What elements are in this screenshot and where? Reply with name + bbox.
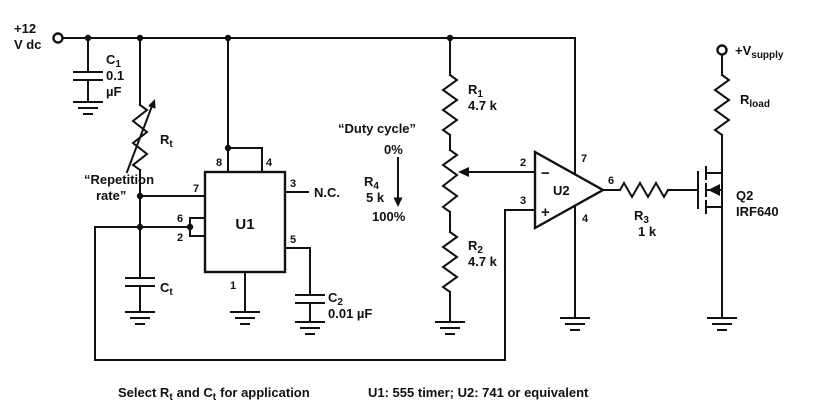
u2-plus-sign: + — [541, 204, 550, 221]
ic-u1-555: U1 8 4 7 6 2 3 N.C. 5 1 — [139, 37, 340, 313]
terminal-circle-vsupply — [716, 44, 728, 56]
capacitor-c1: C1 0.1 µF — [73, 37, 124, 103]
r1-value: 4.7 k — [468, 98, 498, 113]
duty-cycle-label: “Duty cycle” — [338, 121, 416, 136]
terminal-circle — [52, 32, 64, 44]
c1-value2: µF — [106, 84, 121, 99]
ground-symbol-c2 — [295, 321, 325, 335]
duty-0pct-label: 0% — [384, 142, 403, 157]
rt-wiper-arrow — [148, 99, 156, 109]
u2-pin2-label: 2 — [520, 157, 526, 169]
r3-label: R3 — [634, 208, 649, 226]
u1-pin3-label: 3 — [290, 178, 296, 190]
u1-label: U1 — [235, 216, 254, 233]
mosfet-body-arrow — [708, 184, 720, 196]
q2-label-line1: Q2 — [736, 188, 753, 203]
u1-pin1-label: 1 — [230, 280, 236, 292]
supply-12v-label-line1: +12 — [14, 21, 36, 36]
u1-pin2-label: 2 — [177, 232, 183, 244]
resistor-rload: +Vsupply Rload — [713, 43, 784, 137]
c1-label: C1 — [106, 52, 121, 70]
repetition-rate-label-line2: rate” — [96, 188, 126, 203]
u1-pin6-label: 6 — [177, 213, 183, 225]
q2-label-line2: IRF640 — [736, 204, 779, 219]
c1-value1: 0.1 — [106, 68, 124, 83]
resistor-r2 — [441, 230, 459, 294]
r2-value: 4.7 k — [468, 254, 498, 269]
rload-label: Rload — [740, 92, 770, 110]
ground-symbol-u2 — [560, 317, 590, 331]
resistor-r1 — [441, 73, 459, 137]
ground-symbol-u1 — [230, 311, 260, 325]
r3-value: 1 k — [638, 224, 657, 239]
divider-r1-r4-r2: R1 4.7 k R4 5 k R2 4.7 k “Duty cycle” 0%… — [338, 37, 536, 323]
ground-symbol-r2 — [435, 321, 465, 335]
u1-nc-label: N.C. — [314, 185, 340, 200]
power-rail — [61, 34, 576, 175]
capacitor-c2: C2 0.01 µF — [295, 247, 372, 323]
u1-pin4-label: 4 — [266, 157, 273, 169]
u2-pin3-label: 3 — [520, 195, 526, 207]
potentiometer-rt: Rt “Repetition rate” — [84, 37, 173, 279]
u2-pin6-label: 6 — [608, 175, 614, 187]
r1-label: R1 — [468, 82, 483, 100]
c2-label: C2 — [328, 290, 343, 308]
ct-label: Ct — [160, 280, 173, 298]
r4-value: 5 k — [366, 190, 385, 205]
u2-pin4-label: 4 — [582, 213, 589, 225]
potentiometer-r4 — [441, 148, 459, 214]
u2-label: U2 — [553, 183, 570, 198]
ground-symbol-q2 — [707, 317, 737, 331]
caption-right: U1: 555 timer; U2: 741 or equivalent — [368, 385, 589, 400]
capacitor-ct: Ct — [125, 277, 173, 313]
duty-travel-arrow — [393, 197, 403, 207]
supply-terminal-12v: +12 V dc — [14, 21, 64, 52]
u1-pin7-label: 7 — [193, 183, 199, 195]
u2-pin7-label: 7 — [581, 153, 587, 165]
r4-wiper-arrow — [458, 167, 469, 177]
feedback-wire — [94, 209, 536, 361]
c2-value: 0.01 µF — [328, 306, 372, 321]
repetition-rate-label-line1: “Repetition — [84, 172, 154, 187]
resistor-r3: R3 1 k — [618, 180, 699, 239]
r4-label: R4 — [364, 174, 379, 192]
u1-pin8-label: 8 — [216, 157, 222, 169]
mosfet-q2: Q2 IRF640 — [697, 134, 779, 319]
ground-symbol-ct — [125, 311, 155, 325]
supply-12v-label-line2: V dc — [14, 37, 41, 52]
u1-pin5-label: 5 — [290, 234, 296, 246]
rt-label: Rt — [160, 132, 173, 150]
u2-minus-sign: − — [541, 165, 550, 182]
opamp-u2: − + U2 2 3 7 4 6 — [520, 149, 621, 319]
ground-symbol-c1 — [73, 101, 103, 115]
r2-label: R2 — [468, 238, 483, 256]
duty-100pct-label: 100% — [372, 209, 406, 224]
vsupply-label: +Vsupply — [735, 43, 784, 61]
